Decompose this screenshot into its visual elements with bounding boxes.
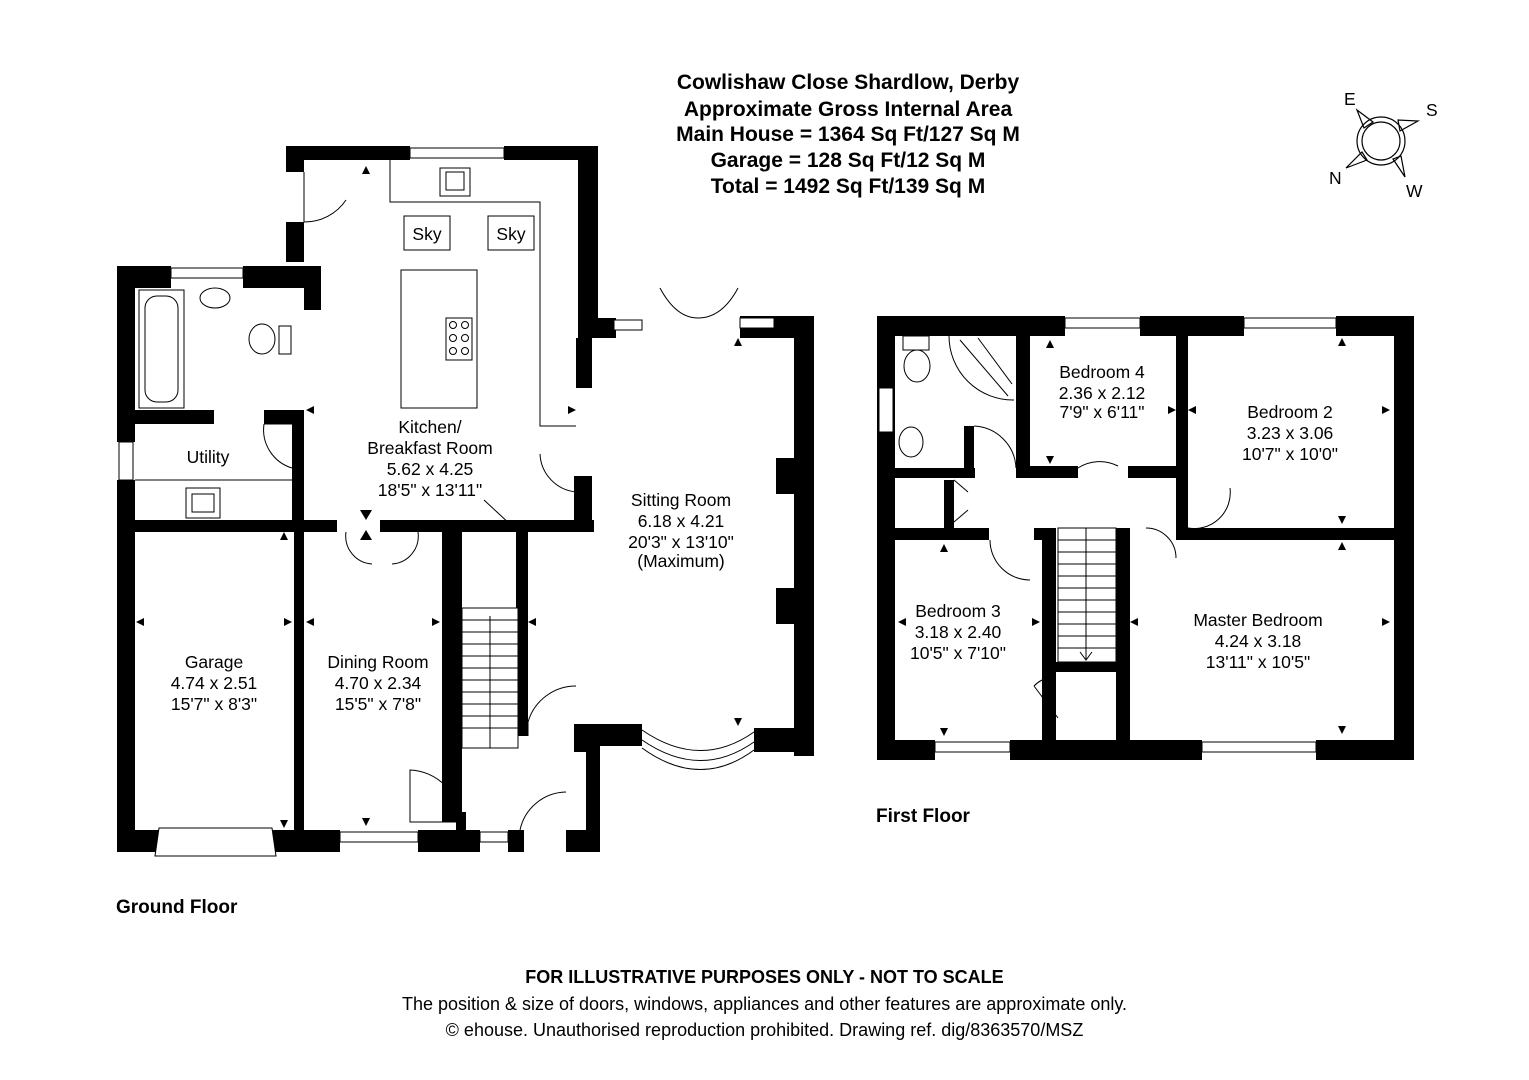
first-floor-windows (878, 317, 1337, 753)
master-bedroom-name: Master Bedroom (1193, 610, 1322, 630)
garage-metric: 4.74 x 2.51 (171, 673, 258, 693)
disclaimer: FOR ILLUSTRATIVE PURPOSES ONLY - NOT TO … (525, 967, 1004, 987)
master-bedroom-metric: 4.24 x 3.18 (1215, 631, 1302, 651)
dining-room-name: Dining Room (327, 652, 428, 672)
sitting-room-imperial: 20'3" x 13'10" (628, 532, 734, 552)
dining-room-imperial: 15'5" x 7'8" (335, 694, 421, 714)
master-bedroom-imperial: 13'11" x 10'5" (1206, 652, 1310, 672)
total-area: Total = 1492 Sq Ft/139 Sq M (710, 175, 986, 198)
kitchen-name: Kitchen/ (398, 417, 461, 437)
first-floor-label: First Floor (876, 806, 971, 827)
garage-imperial: 15'7" x 8'3" (171, 694, 257, 714)
main-house-area: Main House = 1364 Sq Ft/127 Sq M (676, 123, 1020, 146)
garage-area: Garage = 128 Sq Ft/12 Sq M (710, 149, 986, 172)
bedroom4-metric: 2.36 x 2.12 (1059, 383, 1146, 403)
bedroom3-name: Bedroom 3 (915, 601, 1001, 621)
sitting-room-note: (Maximum) (637, 551, 725, 571)
ground-floor-windows (118, 147, 775, 843)
kitchen-metric: 5.62 x 4.25 (387, 459, 474, 479)
compass-icon (1345, 108, 1421, 178)
compass-n-label: N (1329, 168, 1342, 188)
bedroom3-imperial: 10'5" x 7'10" (910, 643, 1006, 663)
first-floor-walls (877, 316, 1414, 760)
utility-name: Utility (187, 447, 230, 467)
kitchen-name-2: Breakfast Room (367, 438, 492, 458)
plan-title: Cowlishaw Close Shardlow, Derby (676, 71, 1020, 94)
ground-floor-label: Ground Floor (116, 897, 238, 918)
bedroom4-name: Bedroom 4 (1059, 362, 1145, 382)
bay-window (641, 729, 755, 770)
garage-door (154, 827, 277, 857)
copyright: © ehouse. Unauthorised reproduction proh… (445, 1020, 1084, 1040)
compass-w-label: W (1406, 181, 1423, 201)
dining-room-metric: 4.70 x 2.34 (335, 673, 422, 693)
garage-name: Garage (185, 652, 243, 672)
sitting-room-metric: 6.18 x 4.21 (638, 511, 725, 531)
bedroom3-metric: 3.18 x 2.40 (915, 622, 1002, 642)
sitting-room-name: Sitting Room (631, 490, 731, 510)
bedroom2-metric: 3.23 x 3.06 (1247, 423, 1334, 443)
compass-e-label: E (1344, 89, 1356, 109)
skylight-label: Sky (496, 224, 525, 244)
skylight-label: Sky (412, 224, 441, 244)
compass-s-label: S (1426, 100, 1438, 120)
bedroom2-imperial: 10'7" x 10'0" (1242, 444, 1338, 464)
first-floor-fixtures (898, 335, 1231, 719)
bedroom4-imperial: 7'9" x 6'11" (1060, 402, 1145, 422)
area-subtitle: Approximate Gross Internal Area (683, 98, 1013, 121)
bedroom2-name: Bedroom 2 (1247, 402, 1333, 422)
ground-floor-fixtures (135, 160, 739, 831)
disclaimer-note: The position & size of doors, windows, a… (401, 994, 1128, 1014)
kitchen-imperial: 18'5" x 13'11" (378, 480, 482, 500)
dimension-markers (136, 166, 1390, 828)
